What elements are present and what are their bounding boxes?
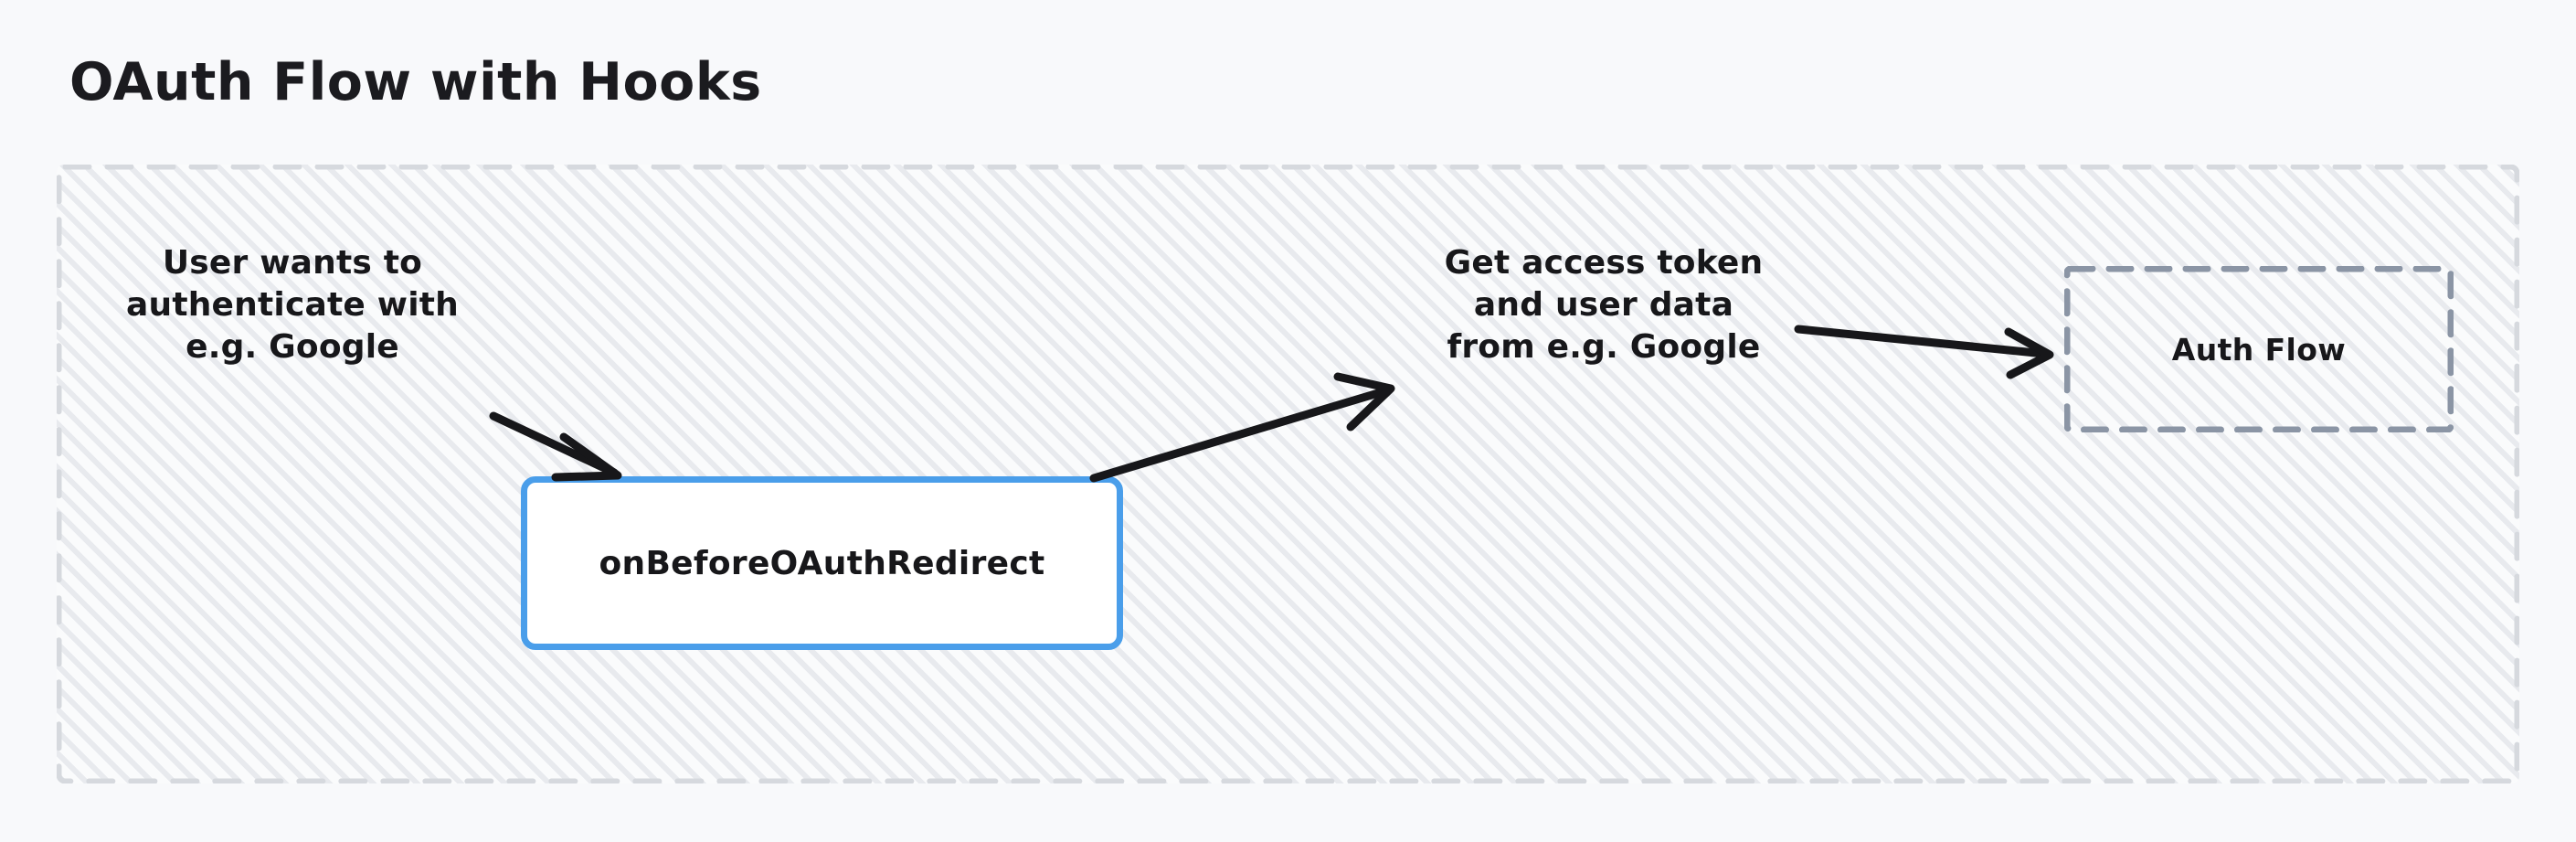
page-title: OAuth Flow with Hooks [69,52,762,112]
node-auth-flow-label: Auth Flow [2171,331,2347,368]
node-hook-label: onBeforeOAuthRedirect [599,544,1045,582]
node-on-before-oauth-redirect[interactable]: onBeforeOAuthRedirect [521,476,1123,650]
edge-label-get-access-token: Get access token and user data from e.g.… [1444,244,1764,367]
edge-label-user-authenticate: User wants to authenticate with e.g. Goo… [126,244,459,367]
node-auth-flow[interactable]: Auth Flow [2064,266,2454,432]
